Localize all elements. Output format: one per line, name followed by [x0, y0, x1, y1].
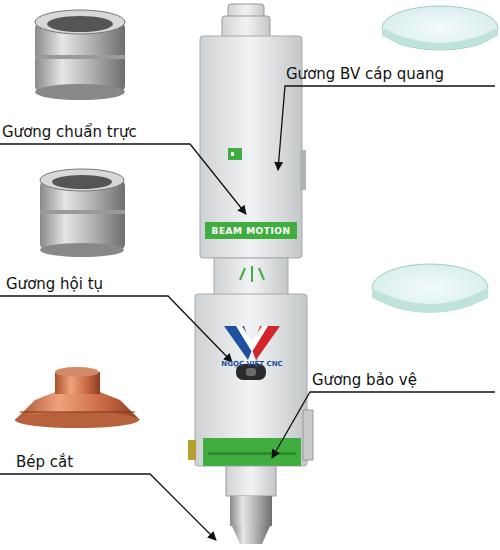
leader-line — [278, 86, 495, 170]
label-band: BEAM MOTION — [205, 222, 297, 239]
cutting-head-body — [188, 4, 313, 544]
part-label: Bép cắt — [16, 453, 73, 471]
part-label: Gương bảo vệ — [312, 371, 417, 389]
leader-lines — [0, 86, 495, 540]
band-text: BEAM MOTION — [212, 226, 291, 236]
nozzle-photo — [15, 367, 140, 428]
brand-text: NGỌC VIỆT CNC — [214, 360, 290, 368]
part-label: Gương BV cáp quang — [286, 65, 444, 83]
leader-line — [0, 144, 246, 214]
part-label: Gương chuẩn trực — [2, 123, 137, 141]
leader-line — [0, 296, 232, 362]
fiber-protective-lens-photo — [382, 6, 498, 50]
part-label: Gương hội tụ — [6, 275, 103, 293]
focus-part-photo — [40, 169, 125, 257]
leader-line — [0, 474, 216, 540]
collimator-part-photo — [35, 10, 125, 100]
leader-line — [272, 392, 495, 458]
protective-lens-photo — [372, 264, 488, 313]
